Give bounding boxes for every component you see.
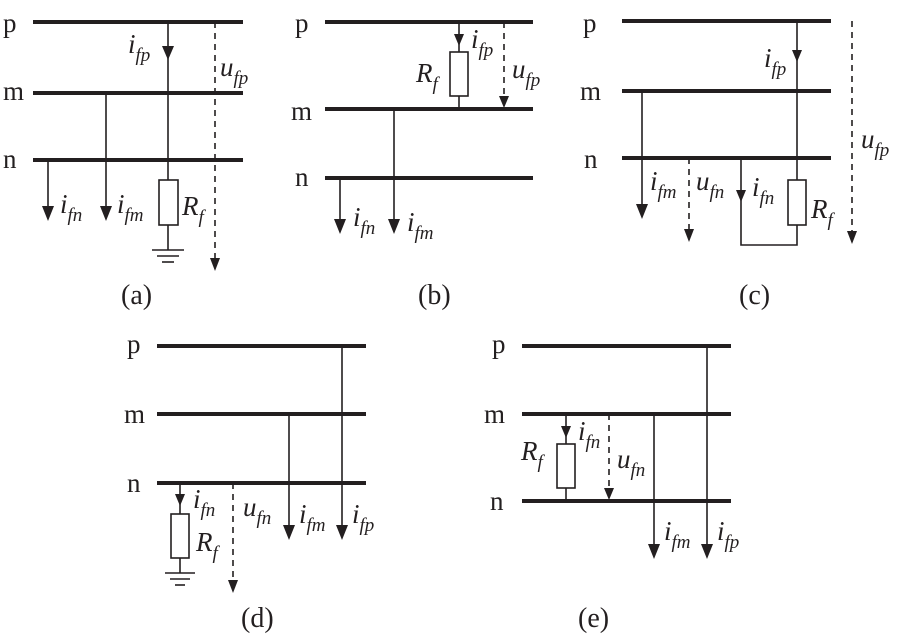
caption-e: (e) bbox=[578, 603, 609, 634]
arrow-icon bbox=[499, 96, 509, 108]
label-r-f: Rf bbox=[810, 194, 836, 231]
bus-label-n: n bbox=[295, 162, 309, 192]
label-i-fm: ifm bbox=[650, 166, 677, 203]
fault-resistor bbox=[556, 443, 576, 489]
bus-label-n: n bbox=[127, 468, 141, 498]
bus-label-m: m bbox=[291, 96, 312, 126]
bus-label-m: m bbox=[484, 399, 505, 429]
arrow-icon bbox=[334, 219, 346, 234]
label-i-fn: ifn bbox=[752, 172, 774, 209]
bus-label-p: p bbox=[127, 329, 141, 359]
panel-a: p m n ifp ufp ifm ifn Rf (a) bbox=[3, 8, 248, 311]
label-u-fn: ufn bbox=[243, 492, 271, 529]
bus-label-n: n bbox=[490, 486, 504, 516]
bus-label-p: p bbox=[583, 8, 597, 38]
caption-a: (a) bbox=[121, 280, 152, 311]
panel-d: p m n ifn Rf ufn ifm ifp (d) bbox=[124, 329, 374, 634]
arrow-icon bbox=[388, 219, 400, 234]
arrow-icon bbox=[454, 34, 464, 46]
fault-resistor bbox=[158, 179, 179, 226]
caption-b: (b) bbox=[418, 280, 451, 311]
fault-resistor bbox=[449, 51, 469, 97]
arrow-icon bbox=[175, 494, 185, 506]
arrow-icon bbox=[736, 190, 746, 202]
panel-c: p m n ifp ifn Rf ifm ufn ufp (c) bbox=[580, 8, 889, 311]
arrow-icon bbox=[792, 50, 802, 62]
label-r-f: Rf bbox=[520, 436, 546, 473]
label-u-fn: ufn bbox=[696, 166, 724, 203]
arrow-icon bbox=[561, 426, 571, 438]
label-i-fn: ifn bbox=[353, 202, 375, 239]
arrow-icon bbox=[684, 229, 694, 242]
fault-resistor bbox=[170, 513, 190, 559]
label-u-fp: ufp bbox=[220, 52, 248, 89]
bus-label-p: p bbox=[3, 8, 17, 38]
label-i-fp: ifp bbox=[471, 24, 493, 61]
bus-label-m: m bbox=[3, 76, 24, 106]
arrow-icon bbox=[210, 258, 220, 271]
arrow-icon bbox=[42, 206, 54, 221]
label-u-fn: ufn bbox=[617, 444, 645, 481]
bus-label-n: n bbox=[3, 144, 17, 174]
caption-d: (d) bbox=[241, 603, 274, 634]
label-i-fp: ifp bbox=[128, 29, 150, 66]
fault-resistor bbox=[787, 179, 807, 226]
panel-e: p m n ifn Rf ufn ifm ifp (e) bbox=[484, 329, 739, 634]
arrow-icon bbox=[336, 525, 348, 540]
arrow-icon bbox=[228, 580, 238, 593]
arrow-icon bbox=[162, 46, 174, 60]
label-i-fn: ifn bbox=[578, 416, 600, 453]
bus-label-m: m bbox=[580, 76, 601, 106]
label-i-fm: ifm bbox=[299, 499, 326, 536]
bus-label-p: p bbox=[295, 8, 309, 38]
label-i-fp: ifp bbox=[764, 43, 786, 80]
arrow-icon bbox=[100, 206, 112, 221]
panel-b: p m n ifp Rf ufp ifm ifn (b) bbox=[291, 8, 540, 311]
bus-label-m: m bbox=[124, 399, 145, 429]
arrow-icon bbox=[636, 204, 648, 219]
label-i-fn: ifn bbox=[60, 189, 82, 226]
label-i-fn: ifn bbox=[193, 484, 215, 521]
bus-label-p: p bbox=[492, 329, 506, 359]
label-u-fp: ufp bbox=[861, 124, 889, 161]
label-i-fp: ifp bbox=[352, 499, 374, 536]
arrow-icon bbox=[604, 488, 614, 500]
label-i-fm: ifm bbox=[407, 207, 434, 244]
arrow-icon bbox=[847, 231, 857, 244]
arrow-icon bbox=[648, 544, 660, 559]
arrow-icon bbox=[283, 525, 295, 540]
label-r-f: Rf bbox=[195, 527, 221, 564]
bus-label-n: n bbox=[584, 144, 598, 174]
caption-c: (c) bbox=[739, 280, 770, 311]
arrow-icon bbox=[701, 544, 713, 559]
label-r-f: Rf bbox=[415, 58, 441, 95]
label-u-fp: ufp bbox=[512, 54, 540, 91]
label-i-fm: ifm bbox=[117, 189, 144, 226]
label-i-fp: ifp bbox=[717, 516, 739, 553]
label-r-f: Rf bbox=[181, 191, 207, 228]
label-i-fm: ifm bbox=[664, 516, 691, 553]
